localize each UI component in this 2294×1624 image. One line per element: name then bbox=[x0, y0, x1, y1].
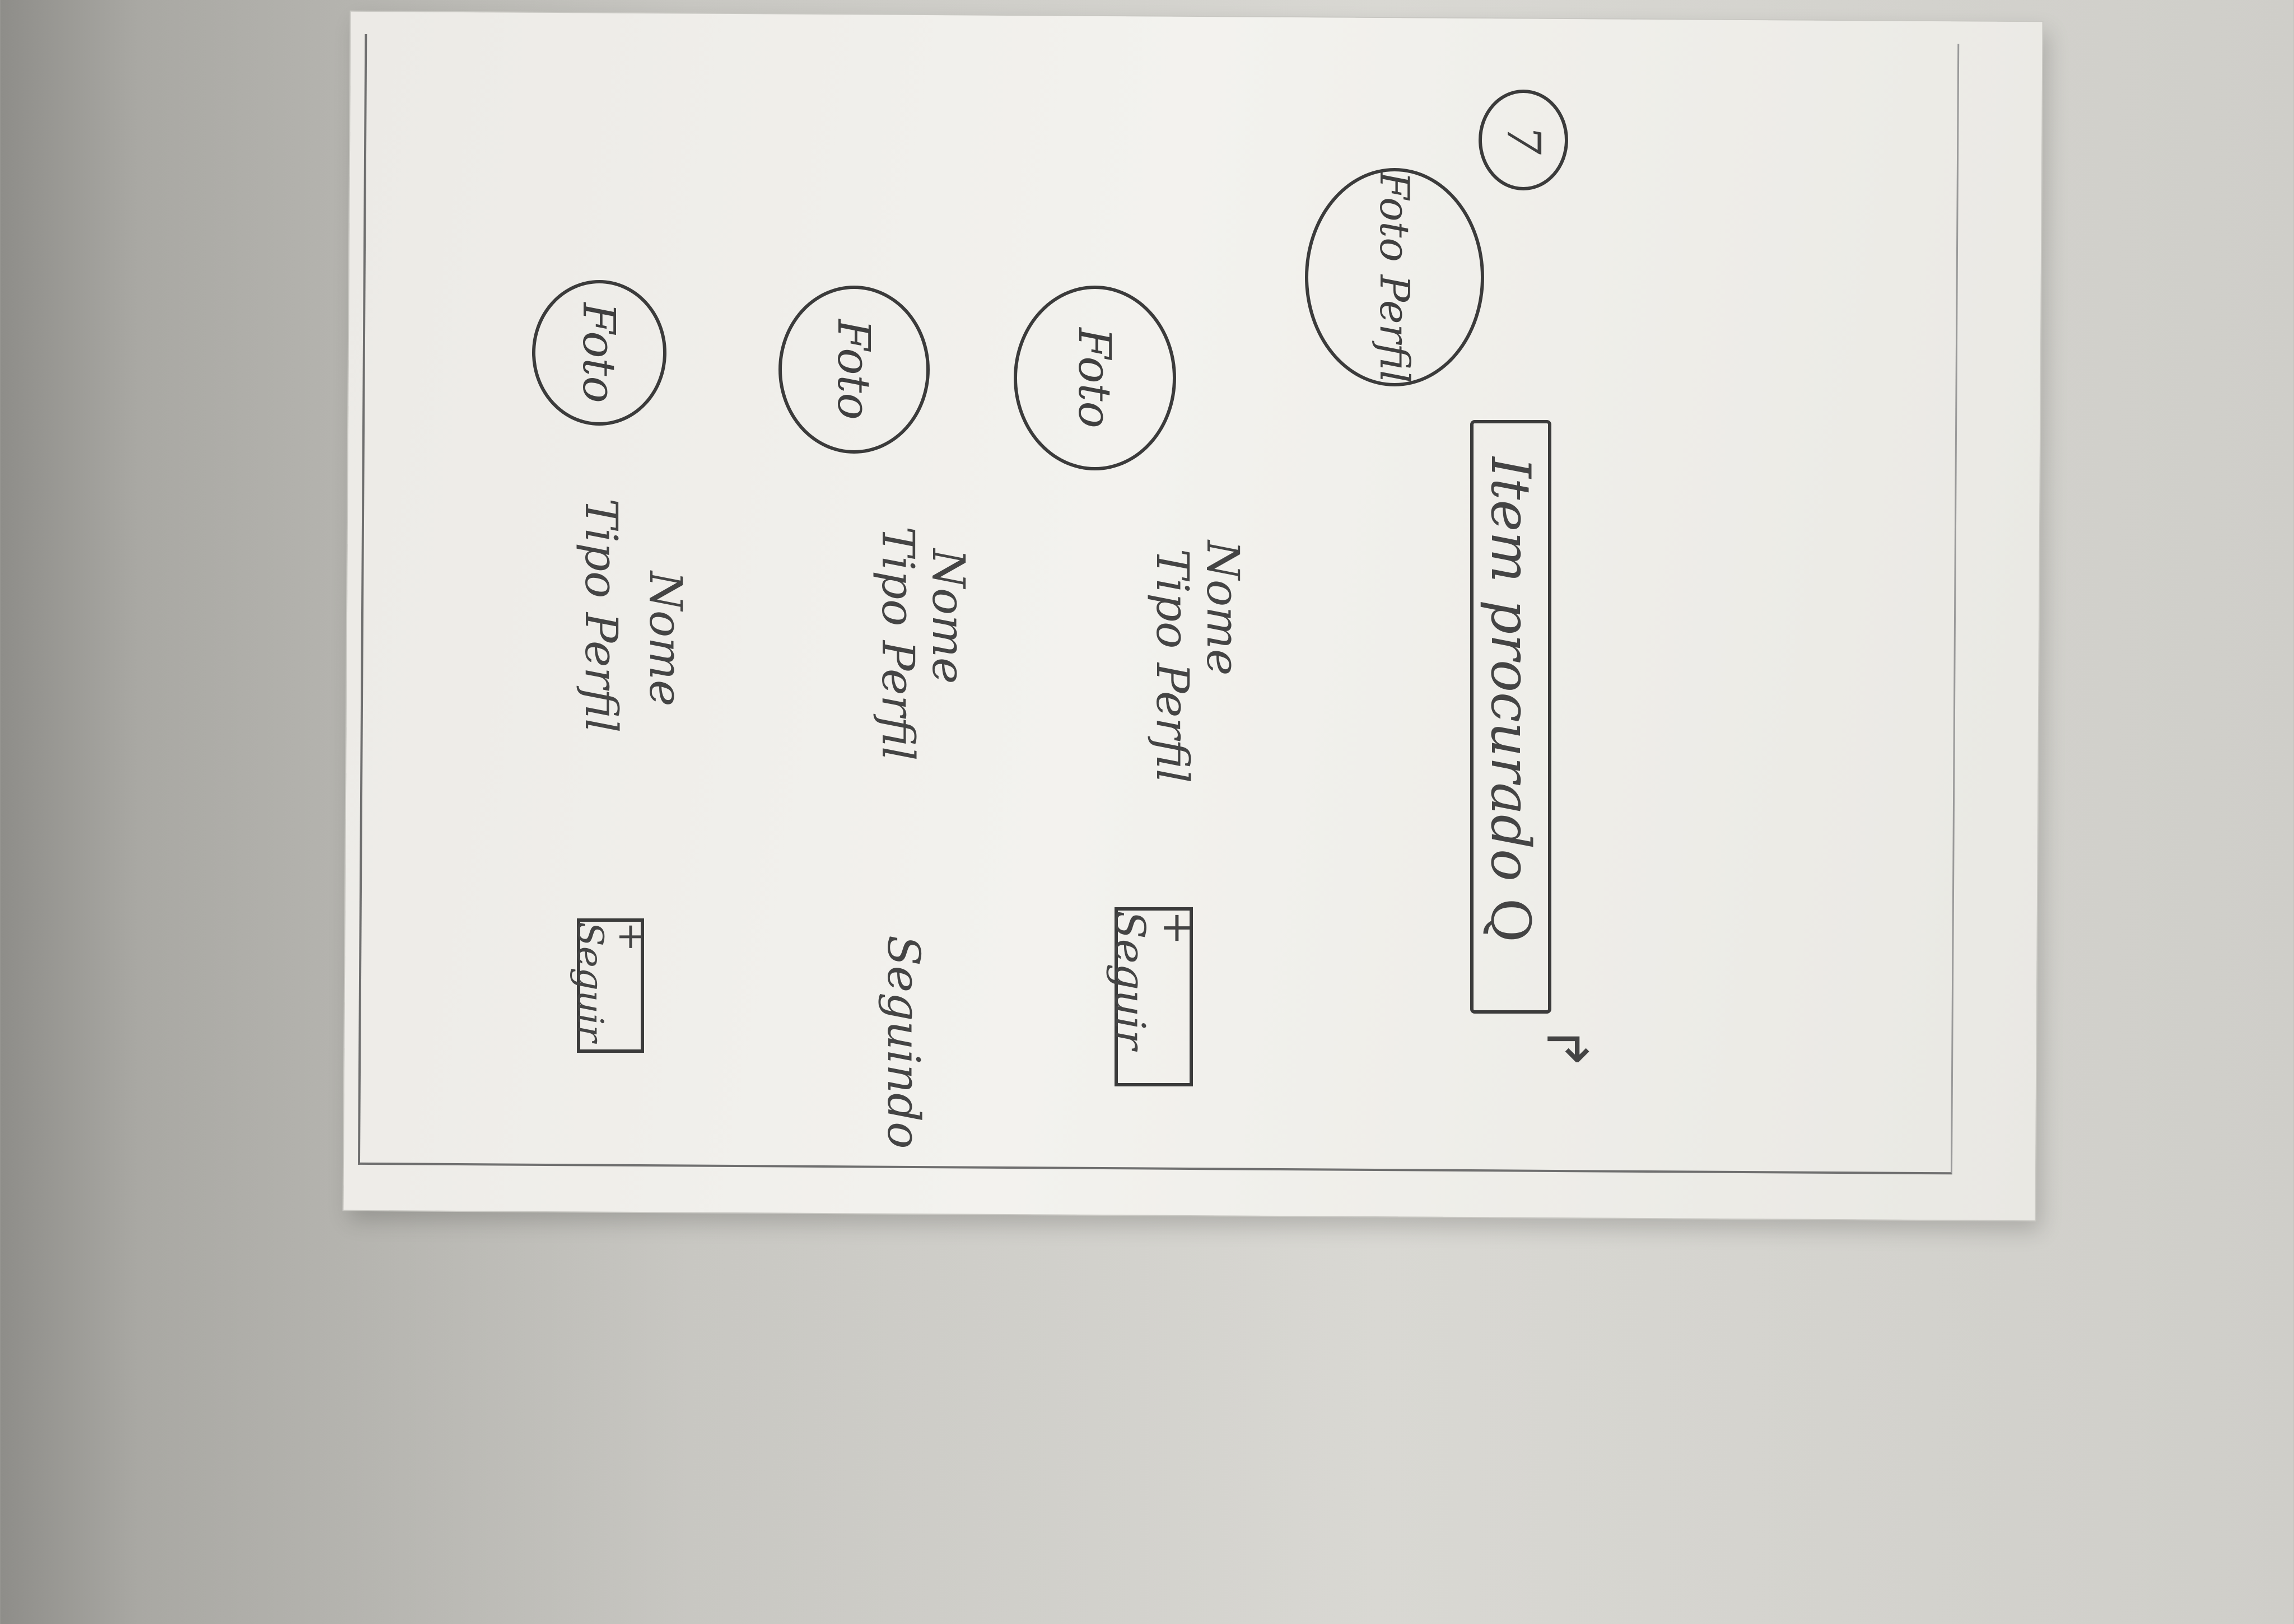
profile-photo-label: Foto Perfil bbox=[1371, 171, 1418, 383]
item-photo-3: Foto bbox=[532, 280, 666, 426]
item-type-3: Tipo Perfil bbox=[575, 498, 627, 733]
item-name-2: Nome bbox=[922, 549, 975, 684]
follow-button-1[interactable]: + Seguir bbox=[1106, 907, 1202, 1086]
photo-scene: 7 Foto Perfil Item procurado Q ↲ Foto No… bbox=[343, 11, 2043, 1266]
rotated-sketch-layer: 7 Foto Perfil Item procurado Q ↲ Foto No… bbox=[0, 22, 1602, 1624]
profile-photo-avatar[interactable]: Foto Perfil bbox=[1305, 168, 1484, 386]
item-photo-label: Foto bbox=[1069, 328, 1121, 428]
item-photo-label: Foto bbox=[573, 302, 626, 403]
search-icon[interactable]: Q bbox=[1479, 898, 1542, 942]
follow-button-3[interactable]: + Seguir bbox=[569, 918, 652, 1053]
wireframe-sketch: 7 Foto Perfil Item procurado Q ↲ Foto No… bbox=[358, 22, 1635, 1187]
item-type-2: Tipo Perfil bbox=[872, 526, 924, 761]
item-type-1: Tipo Perfil bbox=[1146, 549, 1199, 783]
search-text: Item procurado bbox=[1479, 457, 1542, 881]
search-input[interactable]: Item procurado Q bbox=[1470, 420, 1551, 1014]
item-photo-1: Foto bbox=[1014, 286, 1176, 470]
item-photo-2: Foto bbox=[778, 286, 930, 454]
item-name-1: Nome bbox=[1197, 540, 1249, 676]
item-photo-label: Foto bbox=[828, 319, 880, 420]
following-status: Seguindo bbox=[878, 935, 930, 1149]
page-number-circle: 7 bbox=[1479, 90, 1568, 190]
page-number: 7 bbox=[1496, 125, 1550, 155]
return-arrow-icon[interactable]: ↲ bbox=[1536, 1025, 1602, 1072]
item-name-3: Nome bbox=[640, 571, 692, 707]
paper-speck bbox=[1619, 1243, 1686, 1266]
